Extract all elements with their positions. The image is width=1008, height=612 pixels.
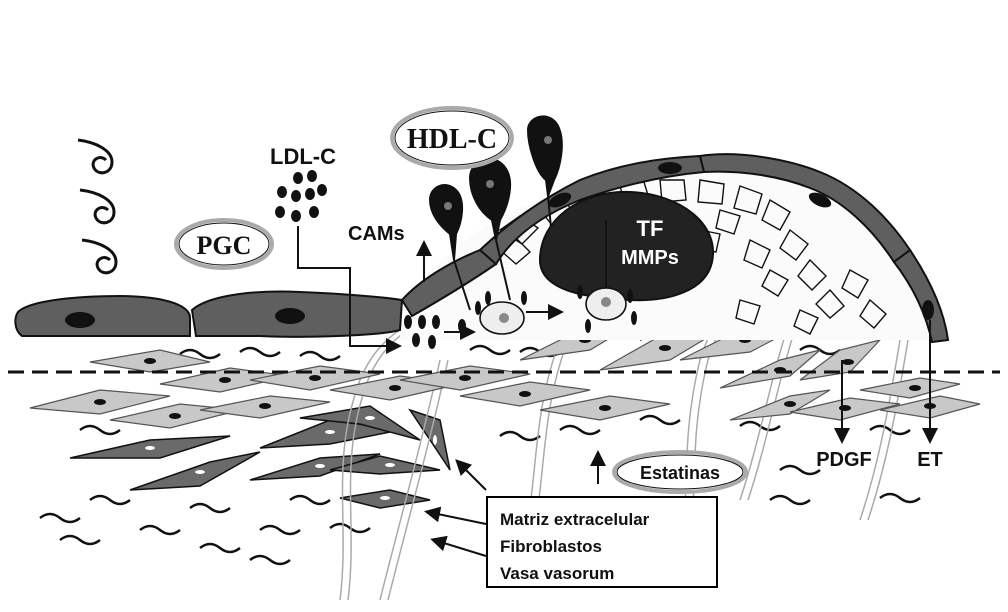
spiral-icon — [77, 138, 114, 175]
endothelial-cell — [14, 294, 191, 337]
hdl-label: HDL-C — [407, 124, 497, 155]
fibroblast — [299, 405, 421, 441]
arrows — [297, 226, 938, 557]
legend-box: Matriz extracelular Fibroblastos Vasa va… — [486, 496, 718, 588]
legend-arrow-matrix — [455, 459, 487, 491]
tf-label: TF — [637, 216, 664, 241]
macrophage — [428, 184, 463, 261]
adventitia-layer — [39, 289, 921, 601]
mmps-label: MMPs — [621, 247, 679, 269]
pdgf-label: PDGF — [816, 449, 872, 471]
ldl-label: LDL-C — [270, 144, 336, 169]
et-label: ET — [917, 449, 943, 471]
spiral-icon — [79, 188, 116, 225]
ldl-particles — [275, 170, 466, 349]
ldl-arrow — [297, 226, 402, 354]
legend-item-matriz: Matriz extracelular — [500, 510, 650, 529]
macrophage — [526, 115, 563, 197]
pgc-badge: PGC — [174, 218, 274, 270]
fibroblast — [129, 451, 261, 491]
endothelial-cell — [892, 248, 950, 344]
endothelial-nuclei — [65, 162, 934, 328]
hdl-badge: HDL-C — [390, 106, 514, 170]
spiral-icons — [77, 138, 118, 275]
macrophages — [428, 115, 563, 261]
pgc-label: PGC — [197, 231, 252, 260]
estatinas-badge: Estatinas — [612, 450, 748, 494]
estatinas-label: Estatinas — [640, 463, 720, 483]
fibroblast — [249, 453, 381, 481]
cams-label: CAMs — [348, 223, 405, 245]
legend-item-fibroblastos: Fibroblastos — [500, 537, 603, 556]
legend-arrow-fibroblastos — [424, 506, 487, 525]
spiral-icon — [81, 238, 118, 275]
legend-arrow-vasa — [430, 535, 487, 557]
smooth-muscle-cell — [719, 349, 821, 389]
legend-item-vasa: Vasa vasorum — [500, 564, 615, 583]
smooth-muscle-cell — [729, 389, 831, 421]
